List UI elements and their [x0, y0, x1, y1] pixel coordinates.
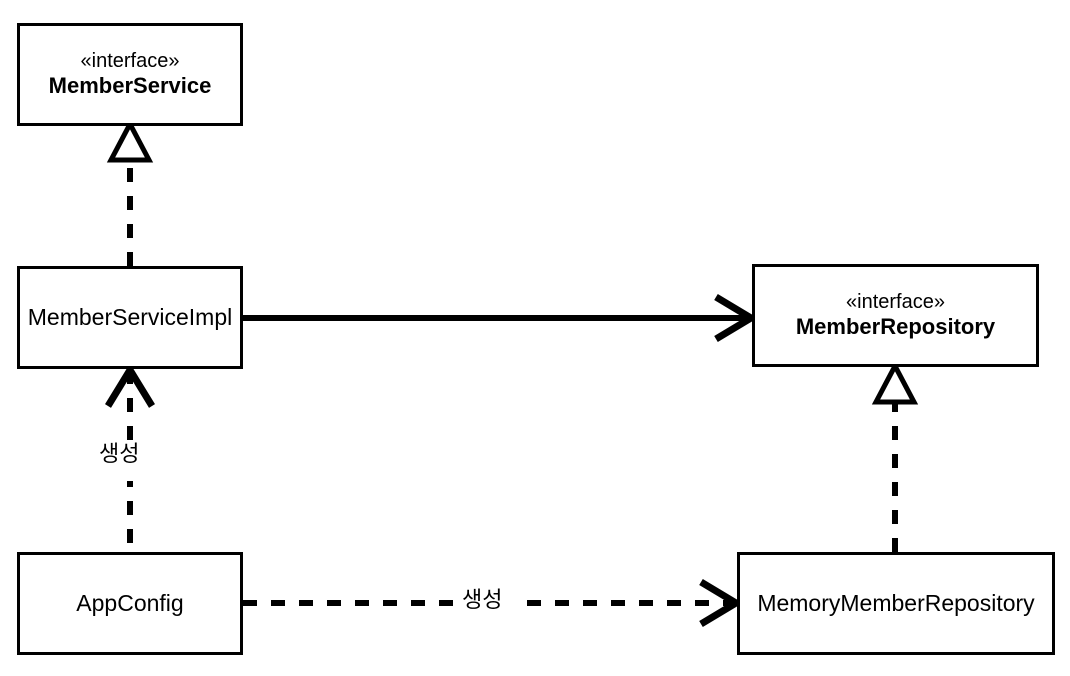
class-box-member-service-impl[interactable]: MemberServiceImpl [17, 266, 243, 369]
open-arrowhead [699, 578, 743, 628]
edge-appconfig-creates-memory [243, 578, 743, 628]
stereotype-label: «interface» [80, 49, 180, 72]
class-box-memory-member-repository[interactable]: MemoryMemberRepository [737, 552, 1055, 655]
edge-impl-realizes-service [106, 118, 154, 266]
stereotype-label: «interface» [846, 290, 945, 313]
class-box-app-config[interactable]: AppConfig [17, 552, 243, 655]
class-box-member-repository[interactable]: «interface» MemberRepository [752, 264, 1039, 367]
edge-memory-realizes-repository [871, 360, 919, 552]
hollow-triangle-arrowhead [871, 360, 919, 405]
class-name-label: MemberServiceImpl [27, 303, 233, 330]
open-arrowhead [714, 293, 758, 343]
class-box-member-service[interactable]: «interface» MemberService [17, 23, 243, 126]
hollow-triangle-arrowhead [106, 118, 154, 163]
class-name-label: MemberService [48, 73, 212, 99]
edge-impl-uses-repository [243, 293, 758, 343]
class-name-label: MemberRepository [795, 314, 996, 340]
class-name-label: MemoryMemberRepository [757, 589, 1035, 616]
open-arrowhead [105, 363, 155, 408]
edge-label-create-horizontal: 생성 [458, 589, 507, 611]
edge-label-create-vertical: 생성 [95, 443, 144, 465]
class-name-label: AppConfig [76, 589, 184, 616]
